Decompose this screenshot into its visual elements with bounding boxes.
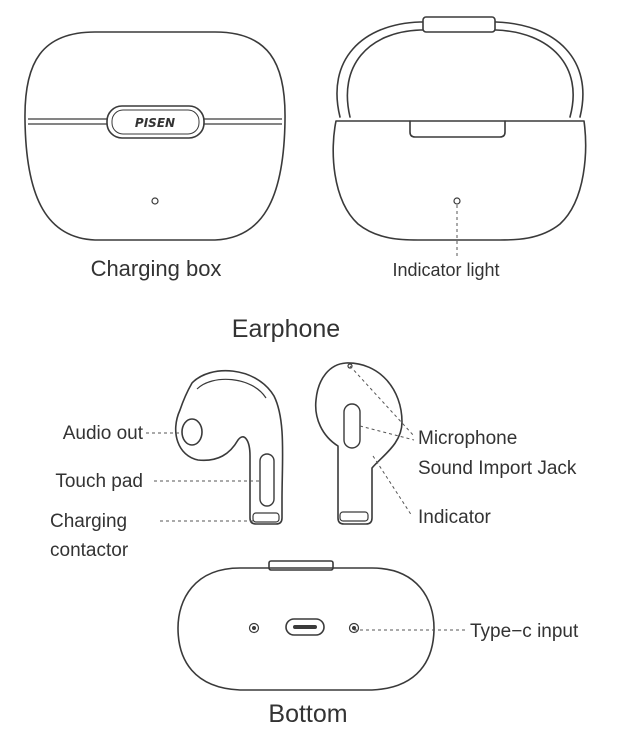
open-base-outline bbox=[332, 120, 587, 241]
brand-logo: PISEN bbox=[135, 116, 175, 130]
earbud-left bbox=[174, 369, 284, 525]
charging-label-line1: Charging bbox=[50, 511, 127, 532]
indicator-hole bbox=[151, 197, 159, 205]
earphone-title: Earphone bbox=[232, 315, 340, 343]
indicator-label: Indicator bbox=[418, 507, 492, 528]
lid-latch bbox=[422, 16, 496, 33]
sound-import-jack bbox=[343, 403, 361, 449]
charging-label-line2: contactor bbox=[50, 540, 129, 561]
bottom-screw-right bbox=[348, 622, 360, 634]
microphone-leader bbox=[349, 365, 415, 437]
charging-box-outline bbox=[24, 31, 286, 241]
bottom-title: Bottom bbox=[268, 700, 347, 728]
open-indicator-hole bbox=[453, 197, 461, 205]
audio-out-speaker bbox=[181, 418, 203, 446]
type-c-port-tongue bbox=[293, 625, 317, 629]
touch-pad bbox=[259, 453, 275, 507]
earbud-right bbox=[314, 362, 403, 525]
bottom-screw-left-dot bbox=[252, 626, 256, 630]
charging-box-bottom bbox=[177, 560, 468, 691]
open-base-notch bbox=[409, 120, 506, 138]
bottom-outline bbox=[177, 567, 435, 691]
earbud-right-body bbox=[314, 362, 403, 525]
bottom-screw-left bbox=[248, 622, 260, 634]
open-lid-inner bbox=[346, 29, 574, 118]
open-lid-outline bbox=[336, 21, 584, 118]
charging-contactor bbox=[252, 512, 280, 523]
sound-jack-leader bbox=[359, 425, 415, 441]
audio-out-label: Audio out bbox=[63, 423, 144, 444]
charging-box-label: Charging box bbox=[91, 256, 222, 281]
right-contactor bbox=[339, 511, 369, 522]
touch-pad-label: Touch pad bbox=[55, 471, 143, 492]
earbud-left-head-inner bbox=[196, 378, 267, 399]
charging-box-open bbox=[332, 16, 587, 258]
bottom-screw-right-dot bbox=[352, 626, 356, 630]
charging-box-closed: PISEN bbox=[24, 31, 286, 241]
logo-plate-inner bbox=[111, 109, 200, 135]
indicator-light-label: Indicator light bbox=[392, 260, 499, 280]
indicator-leader-earbud bbox=[372, 455, 413, 517]
microphone-label: Microphone bbox=[418, 428, 517, 449]
microphone-hole bbox=[347, 363, 353, 369]
type-c-label: Type−c input bbox=[470, 621, 579, 642]
sound-import-jack-label: Sound Import Jack bbox=[418, 458, 577, 479]
